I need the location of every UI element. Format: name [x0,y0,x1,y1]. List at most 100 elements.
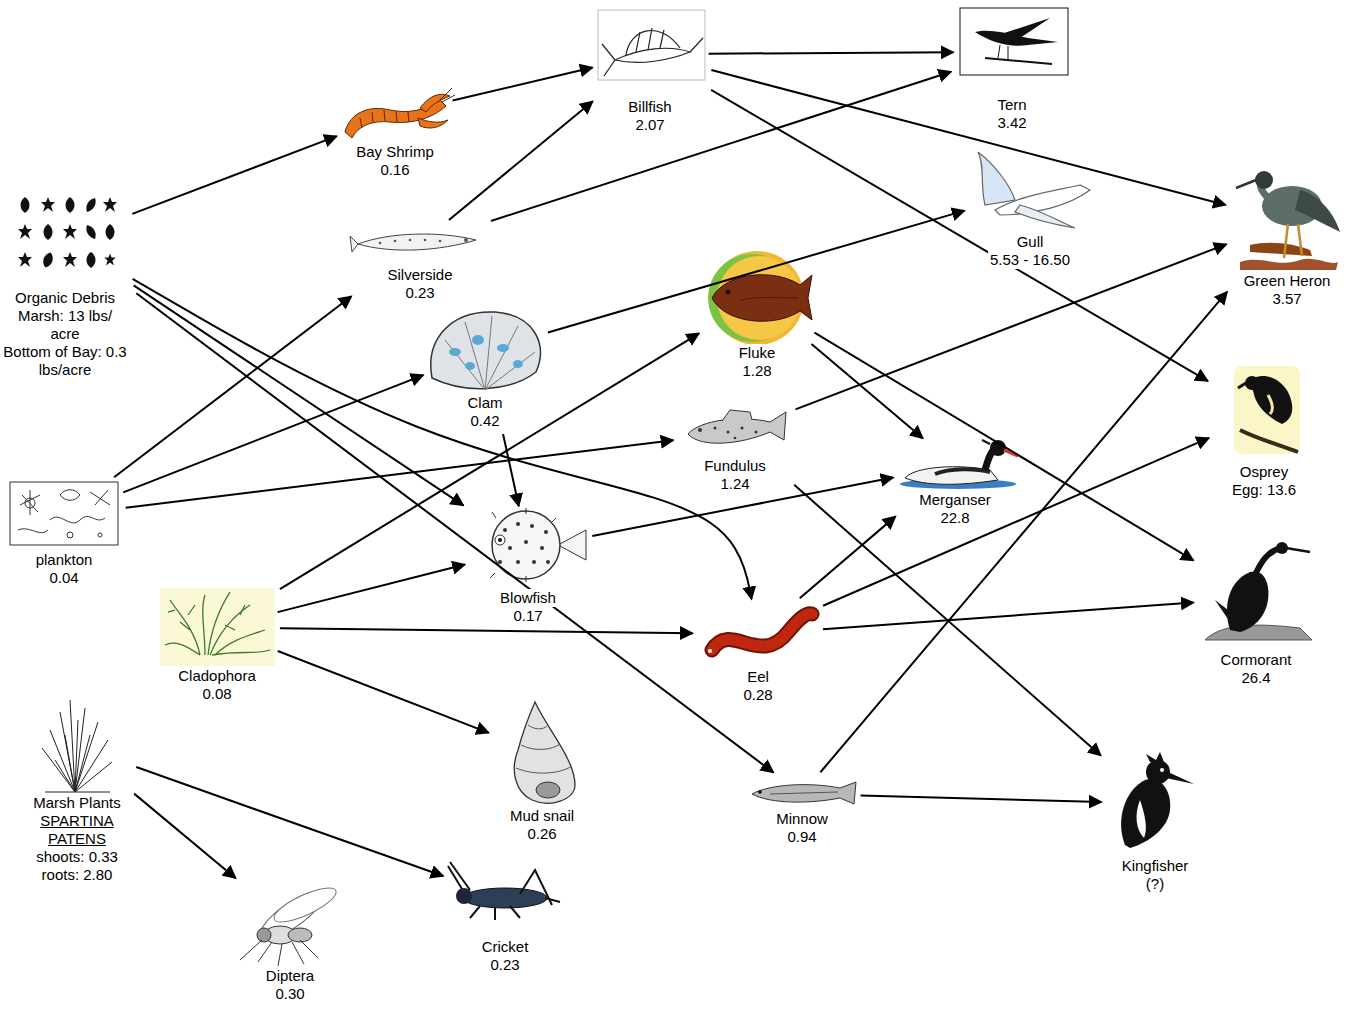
ddt-value: 0.17 [511,607,544,625]
species-name: Diptera [264,967,316,985]
minnow-picture [752,782,856,804]
feeding-arrow [709,52,954,53]
species-name: Organic Debris [13,289,117,307]
ddt-value: 3.57 [1270,290,1303,308]
feeding-arrow [126,440,674,508]
picture-space [957,8,1067,96]
species-name: Marsh Plants [31,794,123,812]
feeding-arrow [133,279,752,599]
bay-shrimp-picture [345,88,455,138]
ddt-value: 0.42 [468,412,501,430]
species-node: Silverside0.23 [355,222,485,304]
species-node: Marsh PlantsSPARTINA PATENSshoots: 0.33 … [22,698,132,886]
ddt-value: 0.30 [273,985,306,1003]
ddt-value: 3.42 [995,114,1028,132]
species-name: Bay Shrimp [354,143,436,161]
plankton-picture [10,482,118,545]
fundulus-picture [688,410,786,443]
feeding-arrow [136,767,443,876]
picture-space [680,408,790,457]
merganser-picture [900,440,1018,489]
ddt-value: 0.94 [785,828,818,846]
picture-space [1105,750,1205,857]
picture-space [698,600,818,668]
feeding-arrow [711,70,1225,205]
ddt-value: SPARTINA PATENS [22,812,132,848]
feeding-arrow [811,344,922,438]
tern-picture [960,8,1068,75]
species-name: Cladophora [176,667,258,685]
species-name: Fluke [737,344,778,362]
feeding-arrow [280,628,693,633]
species-name: Blowfish [498,589,558,607]
species-name: Billfish [626,98,673,116]
feeding-arrow [711,90,1208,381]
picture-space [9,480,119,551]
feeding-arrow [453,68,593,101]
species-node: Cormorant26.4 [1199,545,1314,689]
marsh-grass-picture [42,700,112,792]
feeding-arrow [278,565,465,613]
picture-space [898,440,1013,491]
species-node: Gull5.53 - 16.50 [970,150,1090,271]
species-name: Cormorant [1219,651,1294,669]
picture-space [747,778,857,810]
species-node: Eel0.28 [698,600,818,706]
species-node: Merganser22.8 [898,440,1013,529]
species-node: OspreyEgg: 13.6 [1214,365,1314,501]
fluke-picture [708,251,812,345]
species-node: plankton0.04 [9,480,119,589]
species-name: Mud snail [508,807,576,825]
ddt-value: 2.07 [633,116,666,134]
feeding-arrow [796,244,1227,409]
species-node: Cricket0.23 [448,858,563,976]
picture-space [448,858,563,938]
species-node: Bay Shrimp0.16 [340,85,450,181]
feeding-arrow [800,516,896,598]
ddt-value: 0.26 [525,825,558,843]
species-name: Tern [995,96,1028,114]
diptera-picture [240,882,340,966]
species-name: Merganser [917,491,993,509]
species-node: Clam0.42 [428,308,543,432]
species-name: Kingfisher [1120,857,1191,875]
ddt-value: 26.4 [1239,669,1272,687]
picture-space [340,85,450,143]
ddt-value: 0.08 [200,685,233,703]
ddt-value: Bottom of Bay: 0.3 lbs/acre [1,343,129,379]
feeding-arrow [548,211,965,333]
osprey-picture [1234,366,1300,454]
feeding-arrow [132,136,336,214]
feeding-arrow [820,292,1227,773]
ddt-value: shoots: 0.33 roots: 2.80 [22,848,132,884]
mud-snail-picture [514,702,575,803]
species-name: Gull [1015,233,1046,251]
picture-space [22,698,132,794]
billfish-picture [598,10,705,80]
species-name: Osprey [1238,463,1290,481]
species-name: plankton [34,551,95,569]
species-name: Eel [745,668,771,686]
ddt-value: Marsh: 13 lbs/ acre [1,307,129,343]
ddt-value: 0.23 [488,956,521,974]
debris-leaves [18,196,117,269]
feeding-arrow [449,101,593,220]
cormorant-picture [1205,542,1312,640]
ddt-value: 0.28 [741,686,774,704]
ddt-value: Egg: 13.6 [1230,481,1298,499]
species-node: Green Heron3.57 [1232,170,1342,310]
species-node: Cladophora0.08 [160,588,275,705]
species-name: Cricket [480,938,531,956]
feeding-arrow [491,72,951,221]
ddt-value: 1.28 [740,362,773,380]
gull-picture [978,152,1090,228]
picture-space [1214,365,1314,463]
feeding-arrow [136,293,773,772]
feeding-arrow [134,794,236,879]
picture-space [355,222,485,266]
cricket-picture [448,862,560,920]
feeding-arrow [823,603,1194,630]
ddt-value: 0.04 [47,569,80,587]
picture-space [705,252,810,344]
picture-space [428,308,543,394]
